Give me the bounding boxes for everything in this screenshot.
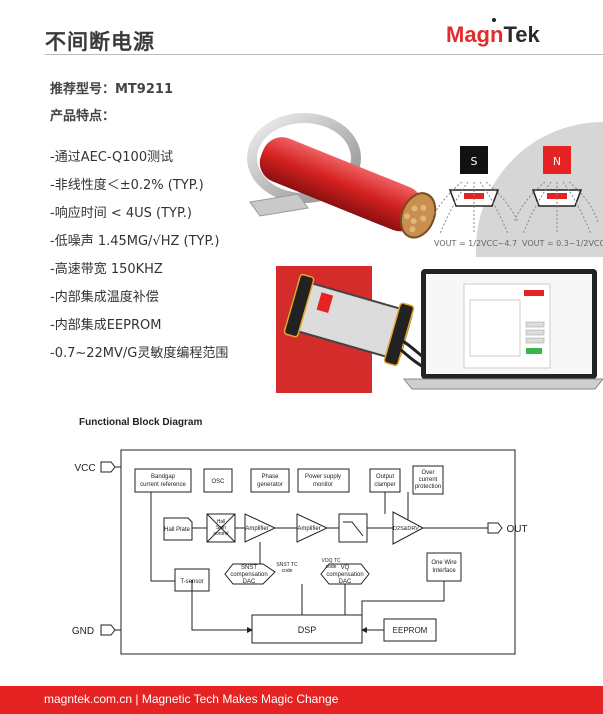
label-bandgap-1: Bandgap [151, 474, 176, 480]
magnet-diagram: S N VOUT = 1/2VCC~4.7 VOUT = 0.3~1/2VCC [429, 146, 603, 248]
label-d2s: D2S&DRV [393, 526, 419, 532]
hall-plate-block [163, 517, 193, 541]
output-clamper-block [369, 468, 401, 493]
label-vq-1: VQ [341, 565, 350, 571]
snst-dac-block [224, 563, 276, 585]
label-clamper-2: clamper [374, 482, 395, 488]
label-pin-out: OUT [506, 524, 527, 535]
magnet-n-label: N [553, 155, 561, 168]
feature-list: -通过AEC-Q100测试 -非线性度＜±0.2% (TYP.) -响应时间 <… [50, 146, 228, 370]
magnet-s [460, 146, 488, 174]
label-pin-gnd: GND [72, 626, 94, 637]
field-lines [429, 181, 599, 235]
label-osc: OSC [211, 479, 225, 485]
footer-text: magntek.com.cn | Magnetic Tech Makes Mag… [44, 692, 339, 706]
programmer-setup [283, 269, 603, 390]
label-phase-2: generator [257, 482, 283, 488]
current-sensor-illustration [247, 113, 437, 239]
label-vq-3: DAC [339, 579, 352, 585]
magnet-s-label: S [471, 155, 478, 168]
gnd-pin [100, 624, 116, 636]
out-pin [487, 522, 503, 534]
core-ring [247, 113, 361, 203]
ocp-block [412, 465, 444, 495]
filter-block [338, 513, 368, 543]
label-ocp-1: Over [421, 470, 434, 476]
programmer-box [283, 273, 415, 367]
feature-item: -响应时间 < 4US (TYP.) [50, 206, 192, 221]
laptop [402, 269, 603, 390]
label-psm-1: Power supply [305, 474, 341, 480]
one-wire-block [426, 552, 462, 582]
ic-outline [120, 449, 516, 655]
label-ocp-2: current [419, 477, 438, 483]
label-bandgap-2: current reference [140, 482, 186, 488]
feature-item: -高速带宽 150KHZ [50, 262, 163, 277]
label-vq-2: compensation [326, 572, 363, 578]
label-ocp-3: protection [415, 484, 441, 490]
label-snst-code-2: code [282, 568, 293, 574]
label-onewire-2: Interface [432, 568, 456, 574]
vout-left-label: VOUT = 1/2VCC~4.7 [434, 239, 517, 248]
feature-item: -低噪声 1.45MG/√HZ (TYP.) [50, 234, 220, 249]
label-dsp: DSP [298, 625, 317, 635]
core-tab [249, 193, 309, 217]
label-pin-vcc: VCC [74, 463, 95, 474]
vout-right-label: VOUT = 0.3~1/2VCC [522, 239, 603, 248]
functional-block-diagram: VCC GND OUT Bandgap current reference OS… [72, 449, 528, 655]
label-hall-plate: Hall Plate [164, 527, 190, 533]
power-supply-monitor-block [297, 468, 350, 493]
diagram-title: Functional Block Diagram [79, 417, 203, 428]
magnet-n [543, 146, 571, 174]
label-eeprom: EEPROM [393, 626, 428, 635]
bandgap-block [134, 468, 192, 493]
feature-item: -内部集成温度补偿 [50, 290, 159, 305]
footer-bar [0, 686, 603, 714]
feature-item: -内部集成EEPROM [50, 318, 162, 333]
label-clamper-1: Output [376, 474, 394, 480]
label-spin-1: Hall [217, 519, 226, 525]
label-spin-3: control [213, 531, 228, 537]
osc-block [203, 468, 233, 493]
features-heading: 产品特点： [50, 109, 116, 124]
red-cable [259, 137, 437, 239]
label-tsensor: T-sensor [180, 579, 203, 585]
label-onewire-1: One Wire [431, 560, 457, 566]
label-snst-1: SNST [241, 565, 257, 571]
label-snst-code-1: SNST TC [276, 562, 298, 568]
header-divider [45, 54, 603, 55]
label-voq-code-2: code [326, 564, 337, 570]
vq-dac-block [320, 563, 370, 585]
label-amp-1: Amplifier [245, 526, 268, 532]
label-amp-2: Amplifier [297, 526, 320, 532]
feature-item: -0.7~22MV/G灵敏度编程范围 [50, 346, 229, 361]
label-snst-3: DAC [243, 579, 256, 585]
vcc-pin [100, 461, 116, 473]
recommended-model: 推荐型号：MT9211 [50, 82, 173, 97]
feature-item: -非线性度＜±0.2% (TYP.) [50, 178, 204, 193]
phase-generator-block [250, 468, 290, 493]
label-voq-code-1: VOQ TC [321, 558, 340, 564]
label-spin-2: Spin [216, 525, 226, 531]
feature-item: -通过AEC-Q100测试 [50, 150, 174, 165]
page-title: 不间断电源 [45, 30, 155, 54]
label-psm-2: monitor [313, 482, 333, 488]
label-phase-1: Phase [261, 474, 279, 480]
label-snst-2: compensation [230, 572, 267, 578]
